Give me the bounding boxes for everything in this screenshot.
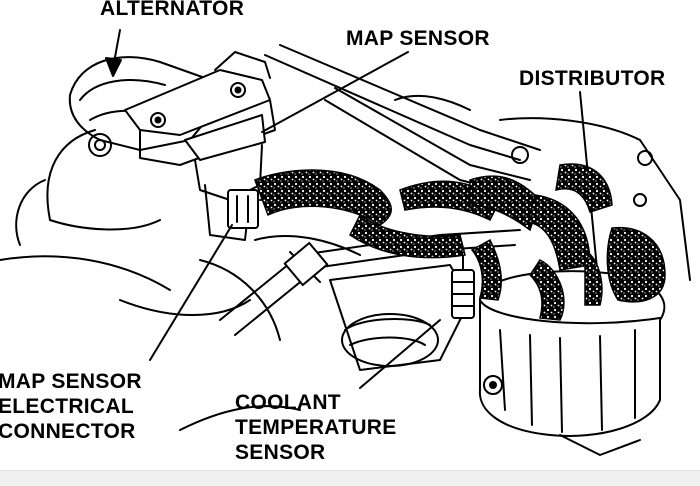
map-connector-line-2: ELECTRICAL: [0, 395, 134, 418]
distributor: [478, 270, 666, 456]
map-sensor: [124, 51, 276, 241]
coolant-temperature-sensor: [439, 249, 475, 319]
coolant-line-2: TEMPERATURE: [235, 416, 397, 439]
alternator-label: ALTERNATOR: [100, 0, 244, 21]
map-sensor-label: MAP SENSOR: [346, 26, 490, 51]
coolant-sensor-label: COOLANT TEMPERATURE SENSOR: [235, 390, 397, 465]
bottom-strip: [0, 470, 700, 486]
map-connector-label: MAP SENSOR ELECTRICAL CONNECTOR: [0, 369, 142, 444]
spark-plug-wires: [254, 163, 666, 321]
map-sensor-label-text: MAP SENSOR: [346, 27, 490, 50]
alternator-pointer: [105, 29, 122, 77]
map-electrical-connector: [227, 189, 259, 229]
map-connector-line-1: MAP SENSOR: [0, 370, 142, 393]
coolant-leader: [359, 319, 441, 389]
map-sensor-leader: [261, 51, 409, 133]
connector-leader: [149, 224, 233, 361]
engine-line-drawing: [0, 29, 691, 456]
coolant-line-1: COOLANT: [235, 391, 341, 414]
distributor-label-text: DISTRIBUTOR: [519, 67, 666, 90]
vacuum-tubes: [219, 44, 541, 336]
distributor-label: DISTRIBUTOR: [519, 66, 665, 91]
coolant-line-3: SENSOR: [235, 441, 326, 464]
alternator-label-text: ALTERNATOR: [100, 0, 245, 20]
map-connector-line-3: CONNECTOR: [0, 420, 136, 443]
